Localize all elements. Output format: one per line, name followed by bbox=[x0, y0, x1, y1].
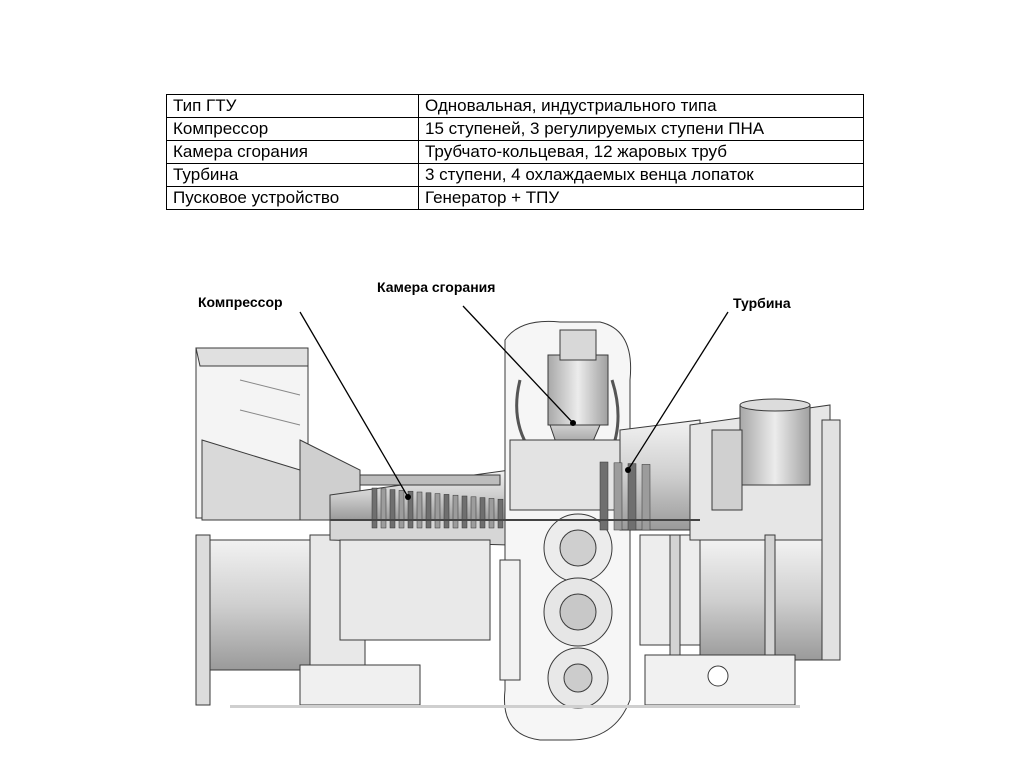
blade-row bbox=[488, 498, 495, 529]
blade-row bbox=[371, 487, 378, 529]
row-value: Одновальная, индустриального типа bbox=[418, 94, 864, 118]
table-row: Пусковое устройство Генератор + ТПУ bbox=[166, 186, 864, 210]
row-value: 15 ступеней, 3 регулируемых ступени ПНА bbox=[418, 117, 864, 141]
blade-row bbox=[452, 494, 459, 529]
blade-row bbox=[461, 495, 468, 529]
table-row: Камера сгорания Трубчато-кольцевая, 12 ж… bbox=[166, 140, 864, 164]
blade-row bbox=[398, 490, 405, 529]
combustor-label: Камера сгорания bbox=[377, 279, 496, 295]
row-label: Тип ГТУ bbox=[166, 94, 419, 118]
turbine-leader-line bbox=[627, 311, 729, 471]
row-value: Трубчато-кольцевая, 12 жаровых труб bbox=[418, 140, 864, 164]
spec-table: Тип ГТУ Одновальная, индустриального тип… bbox=[166, 94, 864, 210]
blade-row bbox=[389, 489, 396, 529]
table-row: Компрессор 15 ступеней, 3 регулируемых с… bbox=[166, 117, 864, 141]
blade-row bbox=[470, 496, 477, 529]
blade-row bbox=[443, 494, 450, 529]
row-value: 3 ступени, 4 охлаждаемых венца лопаток bbox=[418, 163, 864, 187]
blade-row bbox=[416, 491, 423, 529]
compressor-leader-line bbox=[299, 311, 409, 498]
combustor-section bbox=[499, 320, 651, 741]
turbine-leader-dot bbox=[625, 467, 631, 473]
blade-row bbox=[407, 490, 414, 529]
blade-row bbox=[497, 498, 504, 529]
compressor-leader-dot bbox=[405, 494, 411, 500]
table-row: Турбина 3 ступени, 4 охлаждаемых венца л… bbox=[166, 163, 864, 187]
blade-row bbox=[380, 488, 387, 529]
row-value: Генератор + ТПУ bbox=[418, 186, 864, 210]
combustor-leader-dot bbox=[570, 420, 576, 426]
blade-row bbox=[479, 497, 486, 529]
compressor-blade-rows bbox=[371, 487, 504, 529]
row-label: Пусковое устройство bbox=[166, 186, 419, 210]
inlet-casing bbox=[195, 347, 421, 706]
combustor-leader-line bbox=[462, 305, 574, 424]
blade-row bbox=[434, 493, 441, 529]
compressor-label: Компрессор bbox=[198, 294, 283, 310]
exhaust-section bbox=[230, 398, 841, 708]
blade-row bbox=[425, 492, 432, 529]
blade-row bbox=[641, 464, 651, 531]
blade-row bbox=[613, 462, 623, 531]
turbine-label: Турбина bbox=[733, 295, 791, 311]
row-label: Турбина bbox=[166, 163, 419, 187]
table-row: Тип ГТУ Одновальная, индустриального тип… bbox=[166, 94, 864, 118]
blade-row bbox=[599, 461, 609, 531]
